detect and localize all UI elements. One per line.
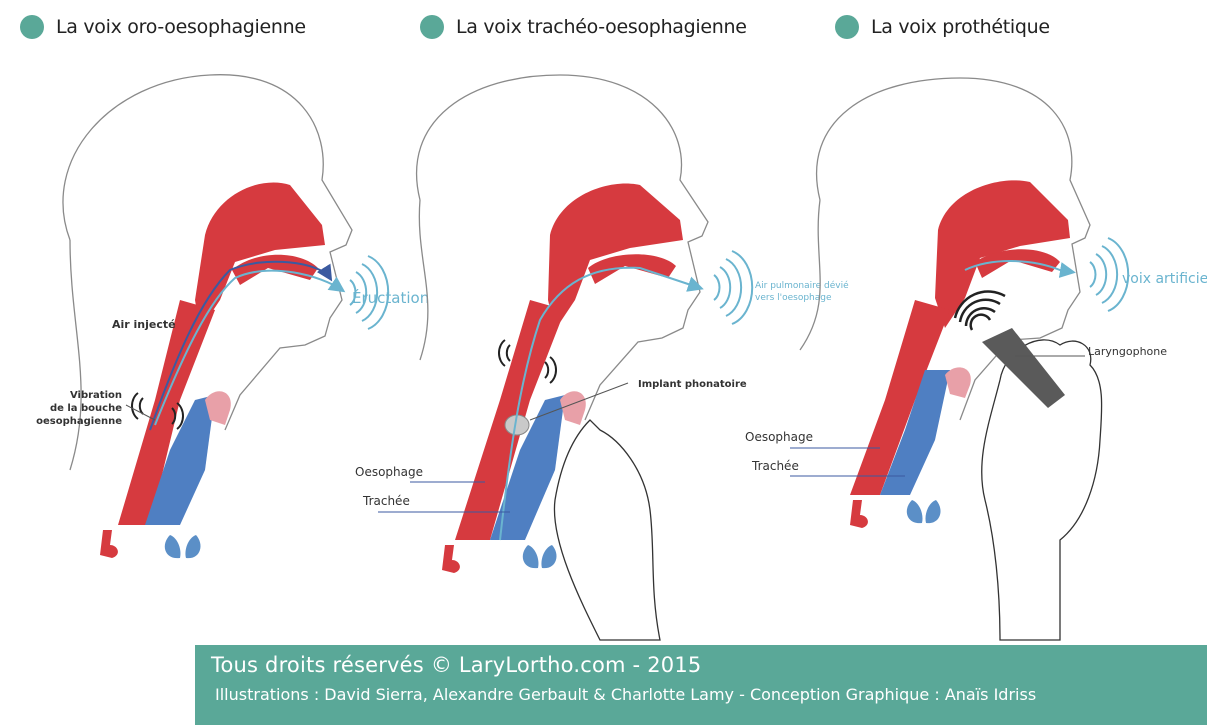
label-vibration-2: de la bouche: [50, 403, 122, 414]
tongue: [588, 254, 676, 284]
finger-icon: [554, 420, 660, 640]
illustration-credits: Illustrations : David Sierra, Alexandre …: [215, 685, 1036, 704]
lungs-icon: [907, 500, 941, 523]
copyright-text: Tous droits réservés © LaryLortho.com - …: [211, 653, 701, 677]
panel-oro: Air injecté Vibration de la bouche oesop…: [36, 75, 429, 558]
label-air-line1: Air pulmonaire dévié: [755, 280, 849, 291]
larynx: [945, 367, 971, 398]
label-implant: Implant phonatoire: [638, 379, 747, 390]
credits-banner: Tous droits réservés © LaryLortho.com - …: [195, 645, 1207, 725]
label-oesophage: Oesophage: [745, 430, 813, 444]
label-air-injecte: Air injecté: [112, 318, 176, 331]
label-vibration-1: Vibration: [70, 390, 122, 401]
label-voix: voix artificielle: [1122, 271, 1207, 287]
stomach-icon: [850, 500, 868, 528]
sound-waves-icon: [714, 251, 752, 324]
label-laryngophone: Laryngophone: [1088, 345, 1167, 358]
panel-prothetique: voix artificielle Laryngophone Oesophage…: [745, 78, 1207, 640]
lungs-icon: [523, 545, 557, 568]
label-trachee: Trachée: [751, 459, 799, 473]
lungs-icon: [165, 535, 201, 558]
label-trachee: Trachée: [362, 494, 410, 508]
stomach-icon: [100, 530, 118, 558]
label-vibration-3: oesophagienne: [36, 416, 122, 427]
label-oesophage: Oesophage: [355, 465, 423, 479]
label-eructation: Éructation: [352, 288, 429, 307]
panel-tracheo: Air pulmonaire dévié vers l'oesophage Im…: [355, 75, 849, 640]
stomach-icon: [442, 545, 460, 573]
nasal-cavity: [195, 182, 325, 330]
larynx: [560, 391, 586, 425]
label-air-line2: vers l'oesophage: [755, 293, 832, 303]
